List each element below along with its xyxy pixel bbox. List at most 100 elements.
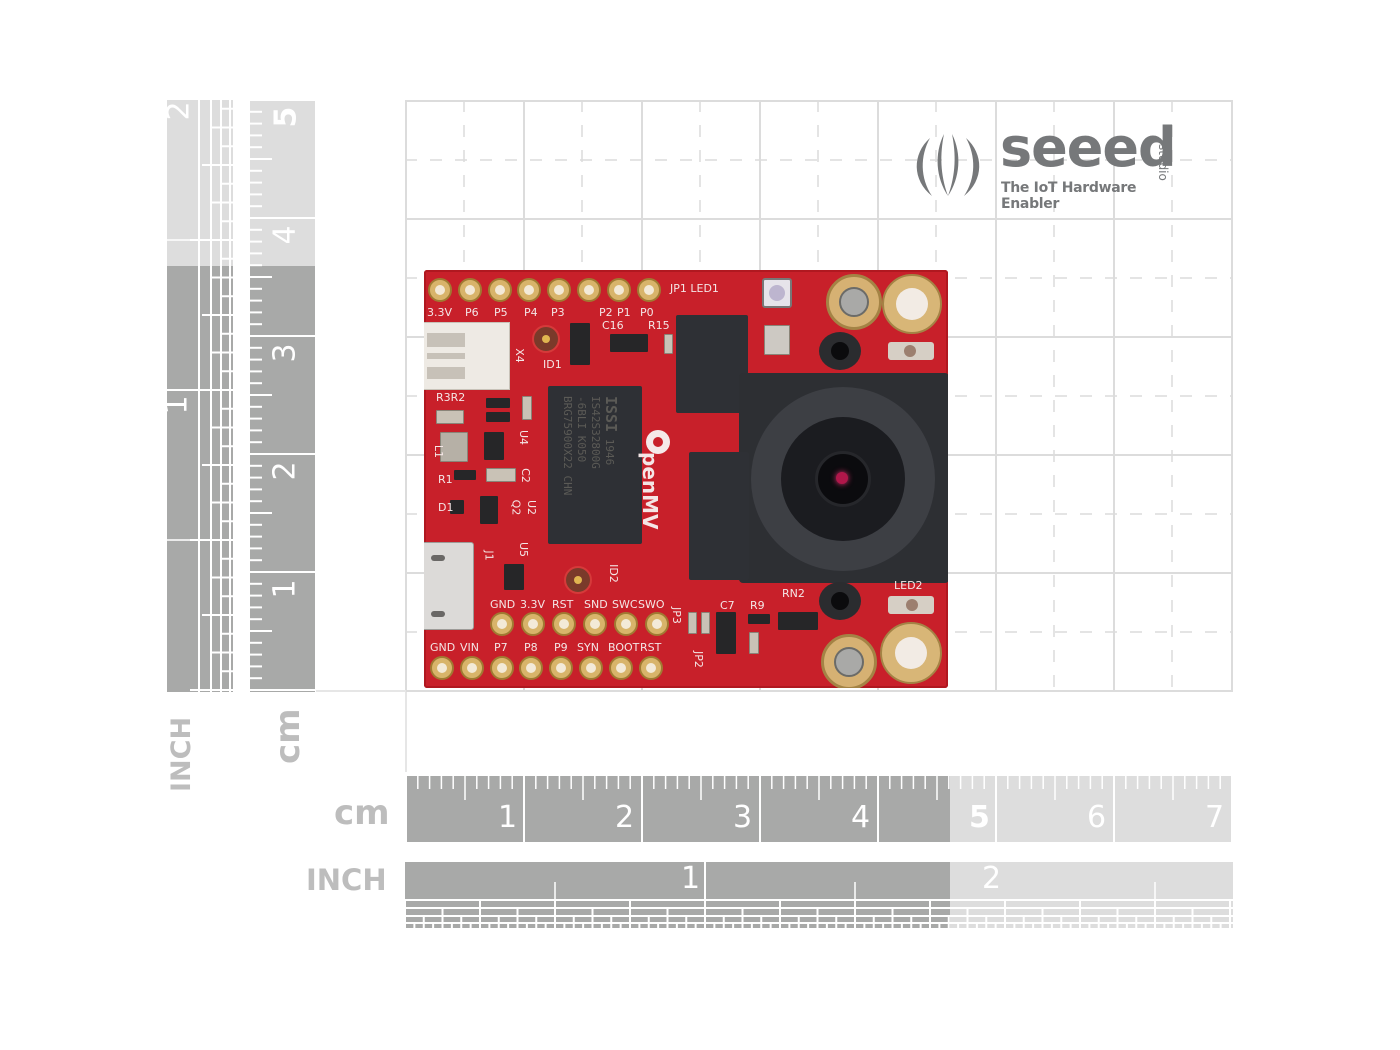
left-cm-label-3: 3 (267, 343, 303, 363)
mid-label-gnd: GND (490, 598, 516, 611)
top-header-pin (517, 278, 542, 302)
micro-usb-port[interactable] (424, 542, 474, 630)
transistor-q2 (480, 496, 498, 524)
seeed-petal-icon (916, 134, 980, 196)
sdram-line-2: -6BLI K050 (575, 396, 588, 463)
openmv-logo-text: penMV (638, 452, 662, 530)
bottom-inch-label-2: 2 (982, 861, 1002, 896)
left-cm-label-1: 1 (267, 579, 303, 599)
crystal-y2 (764, 325, 790, 355)
bottom-cm-label-7: 7 (1205, 800, 1225, 835)
camera-lens-holder (739, 373, 948, 583)
inductor-l1 (440, 432, 468, 462)
sdram-date: 1946 (603, 438, 616, 466)
bottom-header-pin (519, 656, 544, 680)
brand-studio: studio (1156, 144, 1170, 181)
bottom-inch-unit-label: INCH (306, 863, 387, 897)
resistor-r10 (688, 612, 697, 634)
capacitor-c30 (522, 396, 532, 420)
silk-c16: C16 (602, 319, 624, 332)
top-header-pin (457, 278, 482, 302)
silk-u2: U2 (525, 499, 539, 516)
resistor-network-rn2 (778, 612, 818, 630)
camera-lens-barrel (751, 387, 935, 571)
grid-extension-line (405, 692, 407, 772)
bottom-header-pin (579, 656, 603, 680)
left-cm-unit-label: cm (268, 708, 308, 764)
regulator-u4 (484, 432, 504, 460)
camera-lens-glass (815, 451, 871, 507)
bottom-cm-ruler-ticks (405, 776, 1233, 842)
silk-d1: D1 (438, 501, 454, 514)
silk-r2: R2 (450, 391, 466, 404)
silk-j1: J1 (482, 550, 496, 561)
bot-label-vin: VIN (460, 641, 479, 654)
top-label-p4: P4 (524, 306, 538, 319)
bot-label-syn: SYN (577, 641, 599, 654)
silk-u4: U4 (517, 429, 531, 446)
silk-c7: C7 (720, 599, 735, 612)
inductor-4r7-bottom (716, 612, 736, 654)
silk-id2: ID2 (606, 564, 620, 583)
left-inch-ruler-ticks (167, 100, 233, 692)
seeed-studio-logo: seeed studio The IoT Hardware Enabler (908, 116, 1198, 212)
bottom-cm-label-1: 1 (498, 800, 518, 835)
lens-mount-hole-bottom (819, 582, 861, 620)
screw-icon (839, 287, 869, 317)
aperture-icon (646, 430, 670, 454)
silk-r15: R15 (648, 319, 670, 332)
diode-d1 (450, 500, 464, 514)
bottom-header-pin (459, 656, 484, 680)
lens-mount-hole-top (819, 332, 861, 370)
top-header-pin (636, 278, 661, 302)
bottom-header-pin (489, 656, 514, 680)
silk-led1: LED1 (690, 282, 719, 295)
resistor-r15 (664, 334, 673, 354)
jst-battery-connector (424, 322, 510, 390)
bottom-header-pin (549, 656, 574, 680)
silk-r3-r2: R3R2 (436, 392, 465, 403)
bottom-cm-unit-label: cm (334, 793, 390, 833)
silk-jp3: JP3 (669, 607, 683, 624)
mcu-chip (689, 452, 749, 580)
sdram-chip-issi: ISSI 1946 IS42S32800G -6BLI K050 BRG7590… (548, 386, 642, 544)
top-header-pin (547, 278, 572, 302)
top-label-p1: P1 (617, 306, 631, 319)
left-inch-label-1: 1 (159, 395, 195, 415)
sdram-line-3: BRG75900X22 CHN (561, 396, 574, 496)
silk-c2: C2 (518, 468, 532, 483)
inductor-4r7-top (570, 323, 590, 365)
middle-header-pin (583, 612, 607, 636)
bottom-cm-label-3: 3 (733, 800, 753, 835)
top-header-pin (606, 278, 631, 302)
middle-header-pin (490, 612, 514, 636)
middle-header-pin (645, 612, 669, 636)
bottom-cm-label-6: 6 (1087, 800, 1107, 835)
left-cm-label-5: 5 (268, 106, 304, 128)
resistor-r3 (486, 398, 510, 408)
capacitor-c3 (436, 410, 464, 424)
screw-icon (834, 647, 864, 677)
silk-id1: ID1 (543, 358, 562, 371)
silk-r9: R9 (750, 599, 765, 612)
mount-hole-top-left (826, 274, 882, 330)
mid-label-snd: SND (584, 598, 608, 611)
bottom-header-pin (608, 656, 633, 680)
bottom-header-pin (638, 656, 663, 680)
silk-jp1: JP1 LED1 (670, 282, 719, 295)
silk-rn2: RN2 (782, 587, 805, 600)
id1-pad (532, 325, 560, 353)
mid-label-3v3: 3.3V (520, 598, 546, 611)
top-label-p2: P2 (599, 306, 613, 319)
bot-label-gnd: GND (430, 641, 456, 654)
silk-jp2: JP2 (691, 651, 705, 668)
flash-chip-u6 (676, 315, 748, 413)
left-cm-ruler-ticks (248, 100, 315, 692)
middle-header-pin (552, 612, 576, 636)
bot-label-rst: RST (640, 641, 662, 654)
bottom-cm-label-5: 5 (969, 800, 990, 835)
silk-x4: X4 (512, 348, 526, 363)
grid-baseline (316, 690, 406, 692)
brand-tagline: The IoT Hardware Enabler (1001, 180, 1137, 212)
middle-header-pin (521, 612, 545, 636)
